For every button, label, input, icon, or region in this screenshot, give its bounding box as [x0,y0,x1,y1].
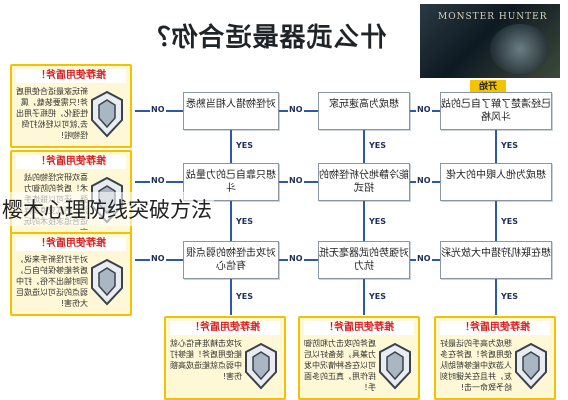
connector-yes-5 [363,201,365,241]
label-yes-3: YES [500,292,520,302]
recommend-title: 推荐使用盾斧！ [16,69,126,83]
decision-d2-text: 想成为他人眼中的大佬 [446,170,546,181]
connector-yes-1 [495,130,497,163]
decision-a3-text: 对强势的武器毫无抵抗力 [319,248,409,272]
label-no-3: NO [150,105,166,115]
charge-blade-icon [245,342,277,390]
connector-yes-7 [230,130,232,163]
decision-b1: 对怪物猎人相当熟悉 [183,92,279,130]
recommend-title: 推荐使用盾斧！ [16,237,126,251]
recommend-text: 新玩家最适合使用盾斧!只需要装载，属性强化，把瓶子用出去,就可以轻松打倒怪物啦! [16,87,88,140]
recommend-title: 推荐使用盾斧！ [16,155,126,169]
label-yes-9: YES [235,292,255,302]
recommend-title: 推荐使用盾斧！ [170,321,280,335]
label-no-6: NO [150,176,166,186]
overlay-caption: 樱木心理防线突破方法 [0,192,214,226]
game-banner-image: MONSTER HUNTER [420,4,560,78]
charge-blade-icon [91,90,123,138]
label-yes-4: YES [368,141,388,151]
label-no-7: NO [416,254,432,264]
label-no-2: NO [288,105,304,115]
connector-yes-6 [363,279,365,315]
recommend-text: 对攻击精准有信心就能使用盾斧！能够打中弱点就能造成高额伤害! [170,339,242,381]
connector-yes-9 [230,279,232,315]
recommend-text: 盾斧的攻击力和防御力兼具，装备好以后可以在各种情况中发挥作用，真正的多面手！ [304,339,376,392]
decision-d3: 想在联机狩猎中大放光彩 [440,241,552,279]
decision-d1-text: 已经清楚了解了自己的战斗风格 [441,99,551,123]
connector-yes-4 [363,130,365,163]
decision-d3-text: 想在联机狩猎中大放光彩 [441,248,551,259]
recommend-title: 推荐使用盾斧！ [304,321,414,335]
label-yes-5: YES [368,217,388,227]
decision-a1-text: 想成为高速玩家 [329,99,399,110]
label-yes-8: YES [235,217,255,227]
recommend-card-5: 推荐使用盾斧！ 盾斧的攻击力和防御力兼具，装备好以后可以在各种情况中发挥作用，真… [298,316,420,400]
recommend-card-3: 推荐使用盾斧！ 对于打怪新手来说，盾斧能够保护自己，同时输出不俗，打中弱点的话可… [10,232,132,316]
charge-blade-icon [515,342,547,390]
recommend-text: 想成为高手的话最好使用盾斧！盾斧在多人游戏中能够帮助队友，并且在关键时刻给予致命… [440,339,512,392]
label-no-4: NO [416,176,432,186]
decision-a3: 对强势的武器毫无抵抗力 [318,241,410,279]
page-title: 什么武器最适合你？ [143,23,387,53]
label-no-1: NO [416,105,432,115]
decision-a1: 想成为高速玩家 [318,92,410,130]
recommend-card-1: 推荐使用盾斧！ 新玩家最适合使用盾斧!只需要装载，属性强化，把瓶子用出去,就可以… [10,64,132,148]
monster-silhouette [490,24,550,74]
banner-logo: MONSTER HUNTER [438,12,548,22]
recommend-text: 对于打怪新手来说，盾斧能够保护自己，同时输出不俗，打中弱点的话可以造成巨大伤害! [16,255,88,308]
decision-b3: 对攻击怪物的弱点很有信心 [183,241,279,279]
decision-a2: 能冷静地分析怪物的招式 [318,163,410,201]
label-yes-1: YES [500,141,520,151]
label-no-9: NO [150,254,166,264]
recommend-card-4: 推荐使用盾斧！ 对攻击精准有信心就能使用盾斧！能够打中弱点就能造成高额伤害! [164,316,286,400]
label-no-5: NO [288,176,304,186]
decision-a2-text: 能冷静地分析怪物的招式 [319,170,409,194]
connector-yes-2 [495,201,497,241]
label-yes-7: YES [235,141,255,151]
label-no-8: NO [288,254,304,264]
decision-b3-text: 对攻击怪物的弱点很有信心 [186,248,276,272]
connector-yes-3 [495,279,497,315]
label-yes-6: YES [368,292,388,302]
charge-blade-icon [379,342,411,390]
recommend-card-6: 推荐使用盾斧！ 想成为高手的话最好使用盾斧！盾斧在多人游戏中能够帮助队友，并且在… [434,316,556,400]
decision-d2: 想成为他人眼中的大佬 [440,163,552,201]
decision-d1: 已经清楚了解了自己的战斗风格 [440,92,552,130]
label-yes-2: YES [500,217,520,227]
recommend-title: 推荐使用盾斧！ [440,321,550,335]
connector-yes-8 [230,201,232,241]
charge-blade-icon [91,258,123,306]
decision-b1-text: 对怪物猎人相当熟悉 [186,99,276,110]
